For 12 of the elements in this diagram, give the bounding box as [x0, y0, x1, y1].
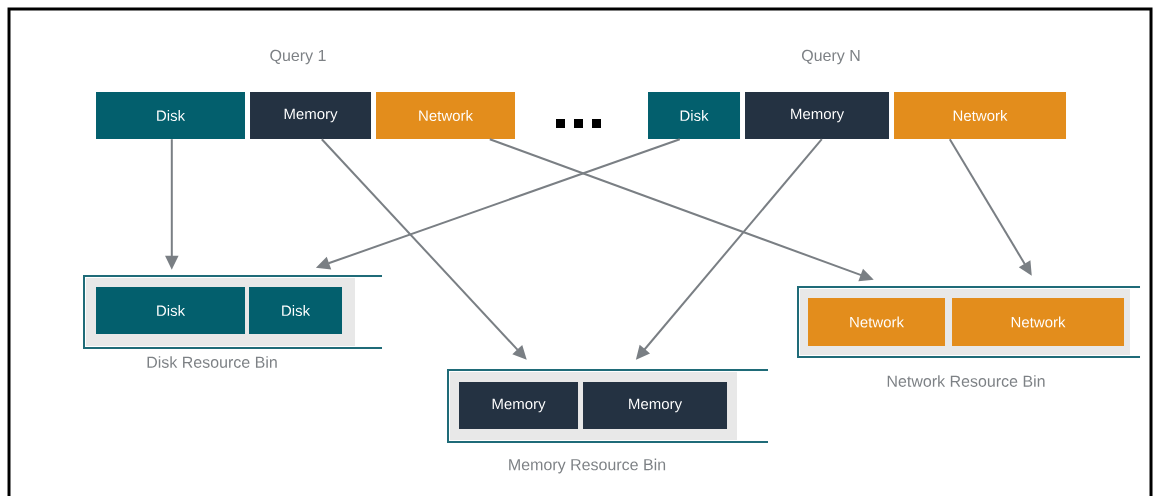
resource-box: Disk	[96, 92, 245, 139]
resource-box: Network	[376, 92, 515, 139]
bin-label: Memory Resource Bin	[509, 458, 666, 474]
bin-label: Network Resource Bin	[887, 375, 1045, 387]
query-label: Query 1	[270, 49, 326, 65]
resource-box: Disk	[648, 92, 740, 139]
query-label: Query N	[802, 49, 860, 65]
arrow	[320, 138, 527, 360]
bin-label: Disk Resource Bin	[147, 356, 277, 368]
resource-box: Memory	[250, 92, 371, 139]
resource-box: Network	[894, 92, 1066, 139]
resource-box: Memory	[745, 92, 889, 139]
